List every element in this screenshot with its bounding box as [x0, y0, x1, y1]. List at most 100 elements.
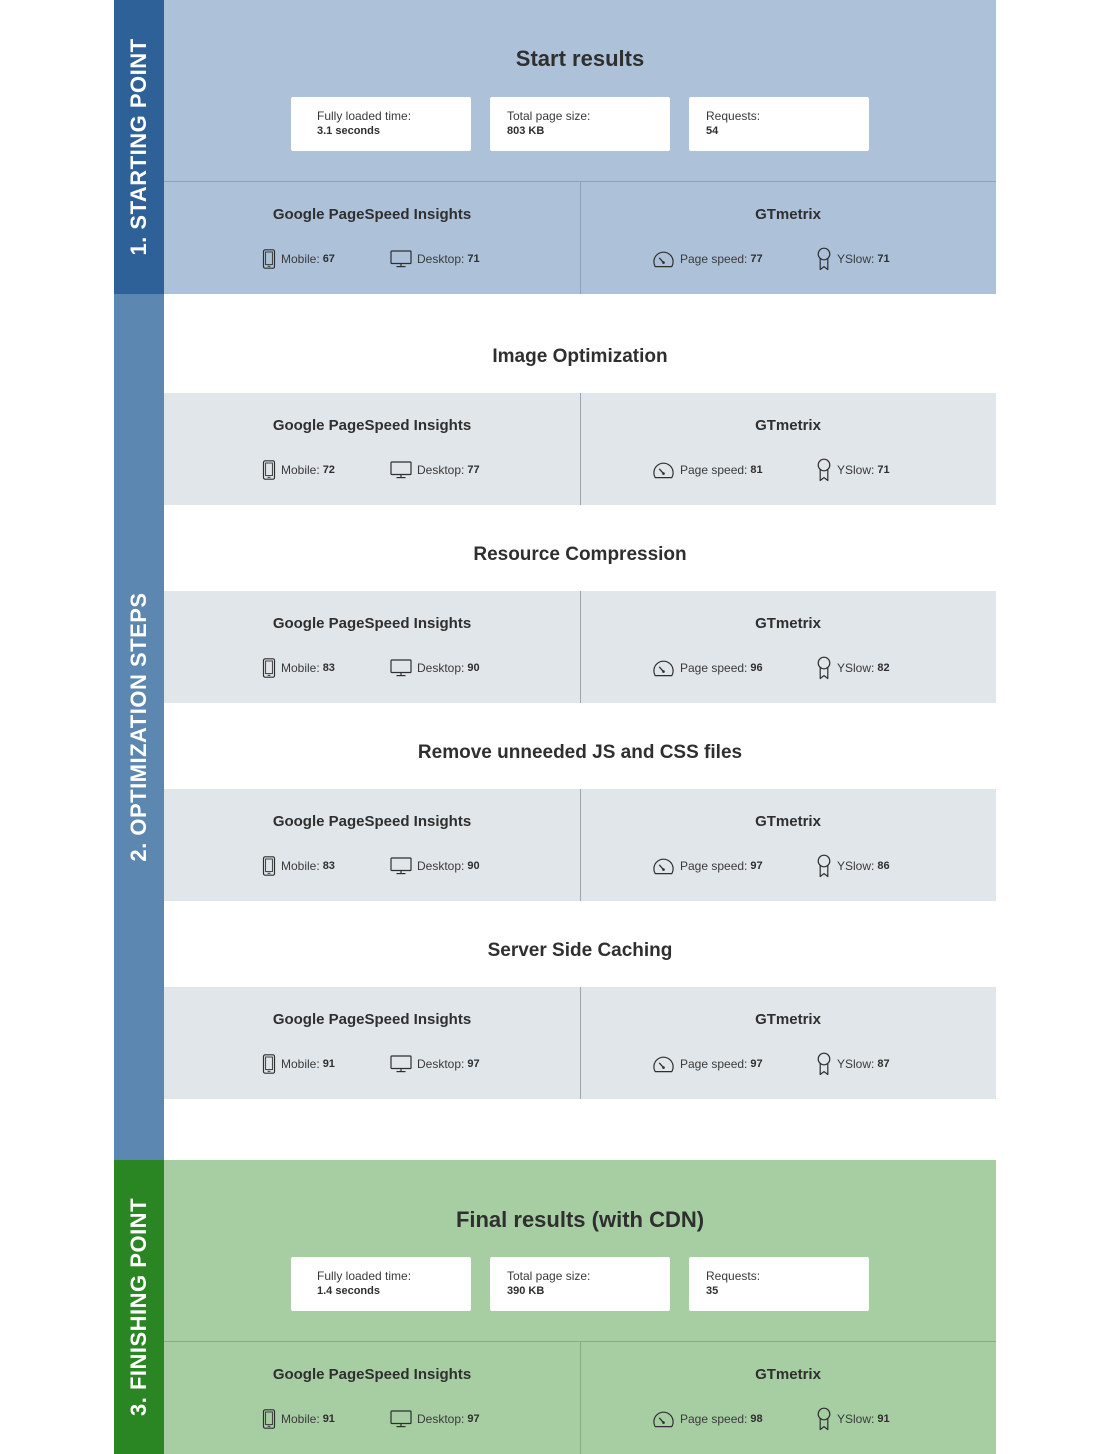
mobile-value: 67: [322, 253, 335, 265]
tools-divider: [580, 789, 581, 901]
page-speed-value: 96: [750, 662, 763, 674]
google-pagespeed-title: Google PageSpeed Insights: [272, 206, 472, 223]
optimization-steps-section: 2. OPTIMIZATION STEPS Image Optimization…: [114, 294, 996, 1160]
yslow-value: 71: [877, 253, 890, 265]
mobile-score: Mobile: 72: [262, 459, 335, 481]
page-size-label: Total page size:: [507, 109, 591, 123]
starting-point-content: Start results Fully loaded time: 3.1 sec…: [164, 0, 996, 294]
google-pagespeed-panel: Google PageSpeed Insights Mobile: 91 Des…: [164, 987, 580, 1099]
page-size-value: 390 KB: [507, 1285, 545, 1297]
yslow-label: YSlow:: [837, 859, 875, 873]
page-speed-label: Page speed:: [680, 252, 748, 266]
mobile-score: Mobile: 91: [262, 1053, 335, 1075]
mobile-value: 91: [322, 1413, 335, 1425]
desktop-value: 90: [467, 860, 480, 872]
desktop-icon: [390, 1055, 412, 1073]
yslow-label: YSlow:: [837, 252, 875, 266]
desktop-value: 71: [467, 253, 480, 265]
speedometer-icon: [653, 1411, 674, 1428]
yslow-value: 86: [877, 860, 890, 872]
mobile-score: Mobile: 83: [262, 855, 335, 877]
starting-point-section: 1. STARTING POINT Start results Fully lo…: [114, 0, 996, 294]
mobile-label: Mobile:: [281, 1057, 320, 1071]
start-fully-loaded-box: Fully loaded time: 3.1 seconds: [291, 97, 471, 151]
yslow-score: YSlow: 87: [816, 1052, 890, 1076]
yslow-label: YSlow:: [837, 661, 875, 675]
mobile-value: 83: [322, 662, 335, 674]
yslow-value: 87: [877, 1058, 890, 1070]
google-pagespeed-panel: Google PageSpeed Insights Mobile: 67 Des…: [164, 182, 580, 294]
step-tool-scores: Google PageSpeed Insights Mobile: 91 Des…: [164, 987, 996, 1099]
fully-loaded-value: 1.4 seconds: [317, 1285, 380, 1297]
final-divider: [164, 1341, 996, 1342]
google-pagespeed-title: Google PageSpeed Insights: [272, 615, 472, 632]
mobile-label: Mobile:: [281, 859, 320, 873]
starting-point-sidebar: 1. STARTING POINT: [114, 0, 164, 294]
finishing-point-content: Final results (with CDN) Fully loaded ti…: [164, 1160, 996, 1454]
desktop-label: Desktop:: [417, 1412, 465, 1426]
page-size-value: 803 KB: [507, 125, 545, 137]
award-ribbon-icon: [817, 1052, 831, 1076]
step-title: Image Optimization: [492, 346, 668, 367]
desktop-score: Desktop: 97: [390, 1053, 480, 1075]
award-ribbon-icon: [817, 854, 831, 878]
google-pagespeed-panel: Google PageSpeed Insights Mobile: 83 Des…: [164, 591, 580, 703]
desktop-label: Desktop:: [417, 1057, 465, 1071]
mobile-label: Mobile:: [281, 661, 320, 675]
starting-point-label: 1. STARTING POINT: [126, 38, 151, 256]
final-page-size-box: Total page size: 390 KB: [490, 1257, 670, 1311]
start-divider: [164, 181, 996, 182]
fully-loaded-label: Fully loaded time:: [317, 1269, 412, 1283]
desktop-label: Desktop:: [417, 661, 465, 675]
desktop-value: 90: [467, 662, 480, 674]
yslow-label: YSlow:: [837, 463, 875, 477]
award-ribbon-icon: [817, 247, 831, 271]
start-results-title: Start results: [515, 46, 645, 71]
desktop-icon: [390, 659, 412, 677]
yslow-score: YSlow: 71: [816, 458, 890, 482]
desktop-value: 77: [467, 464, 480, 476]
desktop-score: Desktop: 90: [390, 855, 480, 877]
desktop-score: Desktop: 90: [390, 657, 480, 679]
requests-label: Requests:: [706, 1269, 761, 1283]
requests-value: 54: [706, 125, 719, 137]
page-speed-score: Page speed: 97: [652, 1053, 763, 1075]
page-speed-score: Page speed: 81: [652, 459, 763, 481]
start-requests-box: Requests: 54: [689, 97, 869, 151]
mobile-icon: [262, 460, 276, 480]
tools-divider: [580, 1342, 581, 1454]
page-speed-label: Page speed:: [680, 1412, 748, 1426]
gtmetrix-panel: GTmetrix Page speed: 96 YSlow: 82: [580, 591, 996, 703]
tools-divider: [580, 182, 581, 294]
yslow-score: YSlow: 91: [816, 1407, 890, 1431]
google-pagespeed-panel: Google PageSpeed Insights Mobile: 83 Des…: [164, 789, 580, 901]
gtmetrix-title: GTmetrix: [755, 206, 821, 223]
finishing-point-sidebar: 3. FINISHING POINT: [114, 1160, 164, 1454]
yslow-label: YSlow:: [837, 1057, 875, 1071]
requests-value: 35: [706, 1285, 719, 1297]
page-speed-value: 77: [750, 253, 763, 265]
google-pagespeed-title: Google PageSpeed Insights: [272, 813, 472, 830]
award-ribbon-icon: [817, 656, 831, 680]
page-speed-score: Page speed: 98: [652, 1408, 763, 1430]
mobile-value: 91: [322, 1058, 335, 1070]
gtmetrix-title: GTmetrix: [755, 615, 821, 632]
yslow-score: YSlow: 71: [816, 247, 890, 271]
yslow-score: YSlow: 82: [816, 656, 890, 680]
gtmetrix-panel: GTmetrix Page speed: 77 YSlow: 71: [580, 182, 996, 294]
yslow-value: 91: [877, 1413, 890, 1425]
desktop-label: Desktop:: [417, 252, 465, 266]
page-speed-value: 97: [750, 1058, 763, 1070]
final-results-title: Final results (with CDN): [455, 1207, 705, 1232]
speedometer-icon: [653, 251, 674, 268]
gtmetrix-title: GTmetrix: [755, 1366, 821, 1383]
final-tool-scores: Google PageSpeed Insights Mobile: 91 Des…: [164, 1342, 996, 1454]
speedometer-icon: [653, 462, 674, 479]
step-title: Server Side Caching: [487, 940, 673, 961]
desktop-score: Desktop: 77: [390, 459, 480, 481]
desktop-score: Desktop: 97: [390, 1408, 480, 1430]
page-speed-score: Page speed: 96: [652, 657, 763, 679]
finishing-point-label: 3. FINISHING POINT: [126, 1197, 151, 1417]
finishing-point-section: 3. FINISHING POINT Final results (with C…: [114, 1160, 996, 1454]
mobile-icon: [262, 1054, 276, 1074]
